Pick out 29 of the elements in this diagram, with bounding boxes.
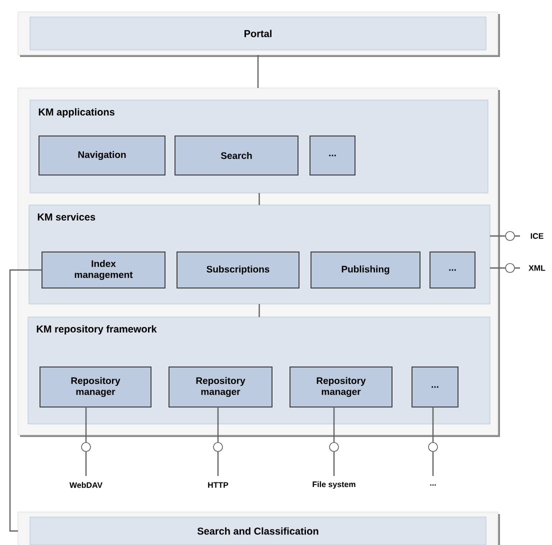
interface-label: ICE: [530, 233, 544, 239]
interface-label: WebDAV: [69, 482, 102, 488]
interface-label: HTTP: [208, 482, 228, 488]
connector: [9, 269, 42, 532]
connector: [428, 407, 438, 476]
connector: [257, 55, 259, 88]
interface-label: XML: [528, 265, 546, 271]
component-box: Repository manager: [290, 366, 392, 408]
component-box: Repository manager: [168, 366, 272, 408]
connector: [213, 407, 223, 476]
component-box: Publishing: [310, 252, 420, 288]
connector: [258, 193, 260, 205]
component-box: Subscriptions: [176, 252, 300, 288]
component-box: ...: [430, 252, 476, 288]
connector: [81, 407, 91, 476]
connector: [329, 407, 339, 476]
layer-band: Search and Classification: [18, 512, 500, 545]
component-box: Repository manager: [40, 366, 152, 408]
component-box: ...: [310, 136, 356, 176]
component-box: Search: [174, 136, 298, 176]
interface-label: ...: [430, 484, 436, 486]
connector: [258, 304, 260, 317]
component-box: ...: [412, 366, 458, 408]
component-box: Index management: [42, 252, 166, 288]
connector: [490, 263, 520, 273]
component-box: Navigation: [38, 136, 166, 176]
layer-band: Portal: [18, 12, 500, 57]
connector: [490, 231, 520, 241]
interface-label: File system: [312, 481, 356, 489]
